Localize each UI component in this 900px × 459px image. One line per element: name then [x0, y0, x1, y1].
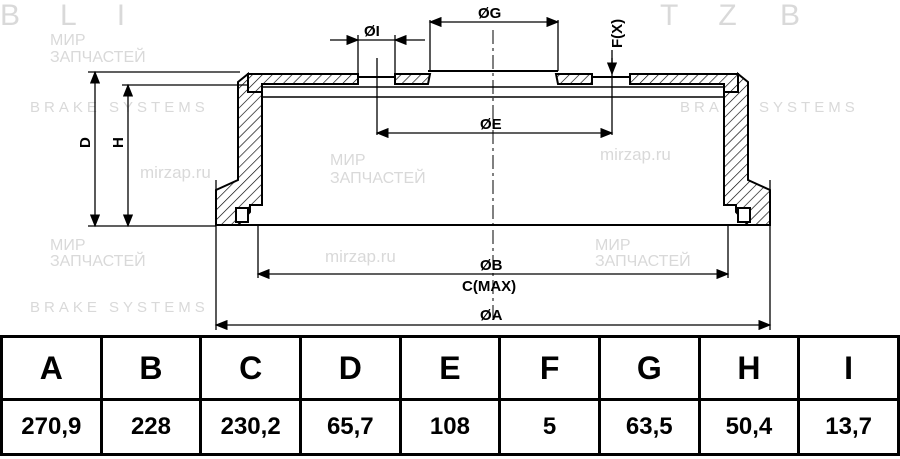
header-d: D — [298, 335, 402, 401]
header-h: H — [697, 335, 801, 401]
header-c: C — [199, 335, 302, 401]
value-c: 230,2 — [199, 398, 302, 456]
svg-text:BRAKE SYSTEMS: BRAKE SYSTEMS — [30, 99, 209, 116]
svg-text:МИР: МИР — [595, 237, 631, 254]
value-i: 13,7 — [797, 398, 900, 456]
label-e: ØE — [480, 116, 502, 133]
header-f: F — [498, 335, 601, 401]
header-a: A — [0, 335, 103, 401]
svg-text:mirzap.ru: mirzap.ru — [600, 145, 671, 164]
dimensions-table: A B C D E F G H I 270,9 228 230,2 65,7 1… — [0, 335, 900, 456]
label-i: ØI — [364, 23, 380, 40]
header-e: E — [398, 335, 502, 401]
label-g: ØG — [478, 5, 501, 22]
label-b: ØB — [480, 257, 503, 274]
value-g: 63,5 — [597, 398, 701, 456]
svg-text:ЗАПЧАСТЕЙ: ЗАПЧАСТЕЙ — [50, 47, 146, 66]
svg-text:B: B — [780, 0, 800, 32]
value-e: 108 — [398, 398, 502, 456]
svg-text:BLI: BLI — [0, 0, 165, 32]
value-f: 5 — [498, 398, 601, 456]
label-c: C(MAX) — [462, 278, 516, 295]
value-b: 228 — [99, 398, 203, 456]
svg-text:ЗАПЧАСТЕЙ: ЗАПЧАСТЕЙ — [50, 251, 146, 270]
label-f: F(X) — [609, 19, 626, 48]
value-row: 270,9 228 230,2 65,7 108 5 63,5 50,4 13,… — [0, 398, 900, 456]
svg-text:mirzap.ru: mirzap.ru — [140, 163, 211, 182]
svg-text:МИР: МИР — [330, 152, 366, 169]
header-i: I — [797, 335, 900, 401]
header-b: B — [99, 335, 203, 401]
value-d: 65,7 — [298, 398, 402, 456]
svg-text:МИР: МИР — [50, 237, 86, 254]
svg-text:ЗАПЧАСТЕЙ: ЗАПЧАСТЕЙ — [330, 168, 426, 187]
label-d: D — [77, 137, 94, 148]
svg-text:mirzap.ru: mirzap.ru — [325, 247, 396, 266]
svg-text:TZ: TZ — [660, 0, 777, 32]
svg-text:МИР: МИР — [50, 32, 86, 49]
brake-drum-drawing: BLI TZ B BRAKE SYSTEMS BRAKE SYSTEMS МИР… — [0, 0, 859, 331]
svg-text:BRAKE SYSTEMS: BRAKE SYSTEMS — [680, 99, 859, 116]
header-row: A B C D E F G H I — [0, 335, 900, 401]
value-h: 50,4 — [697, 398, 801, 456]
label-a: ØA — [480, 307, 503, 324]
svg-text:BRAKE SYSTEMS: BRAKE SYSTEMS — [30, 299, 209, 316]
svg-text:ЗАПЧАСТЕЙ: ЗАПЧАСТЕЙ — [595, 251, 691, 270]
value-a: 270,9 — [0, 398, 103, 456]
dimension-lines — [88, 16, 772, 331]
label-h: H — [110, 137, 127, 148]
header-g: G — [597, 335, 701, 401]
watermark: BLI TZ B BRAKE SYSTEMS BRAKE SYSTEMS МИР… — [0, 0, 859, 316]
